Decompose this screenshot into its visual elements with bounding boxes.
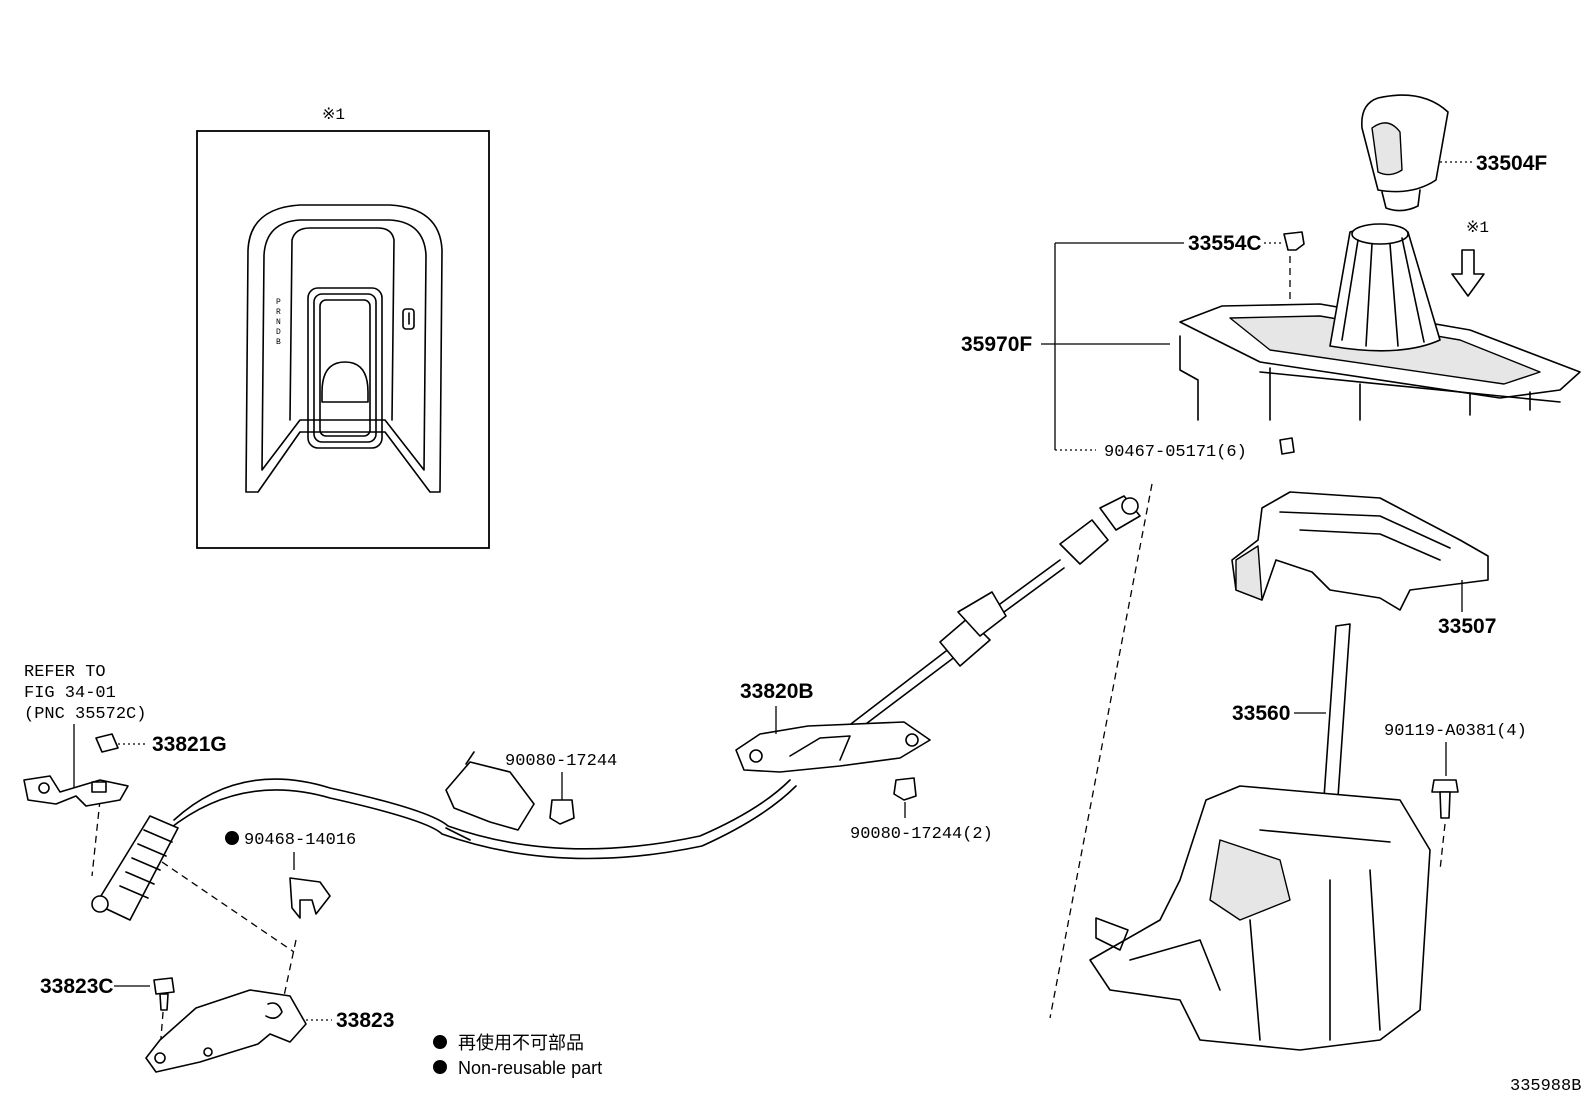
view-arrow-mark: ※1 bbox=[1466, 219, 1489, 237]
clip-90467-05171: 90467-05171(6) bbox=[1055, 437, 1295, 462]
inset-frame bbox=[196, 130, 490, 549]
shift-panel-top-view: P R N D B bbox=[245, 204, 443, 493]
label-33560: 33560 bbox=[1232, 702, 1290, 725]
shift-letter-p: P bbox=[276, 298, 281, 307]
refer-line-2: FIG 34-01 bbox=[24, 684, 116, 703]
view-arrow: ※1 bbox=[1451, 219, 1489, 297]
shift-knob-33504F: 33504F bbox=[1361, 94, 1547, 212]
clip-33554C: 33554C bbox=[1055, 231, 1305, 300]
legend-jp: 再使用不可部品 bbox=[458, 1033, 584, 1053]
label-90119-A0381: 90119-A0381(4) bbox=[1384, 722, 1527, 741]
figure-code: 335988B bbox=[1510, 1077, 1581, 1096]
nut-90080-17244-a: 90080-17244 bbox=[505, 752, 617, 825]
label-33823C: 33823C bbox=[40, 975, 114, 998]
inset-mark: ※1 bbox=[322, 106, 345, 124]
shift-cable bbox=[91, 495, 1141, 921]
label-90080-17244-a: 90080-17244 bbox=[505, 752, 617, 771]
label-90468-14016: 90468-14016 bbox=[244, 831, 356, 850]
cable-mid-bracket bbox=[445, 751, 535, 841]
shift-lever-33560: 33560 bbox=[1089, 623, 1431, 1051]
label-90080-17244-b: 90080-17244(2) bbox=[850, 825, 993, 844]
label-35970F: 35970F bbox=[961, 333, 1032, 356]
alignment-lines bbox=[91, 483, 1153, 1051]
shift-position-letters: P R N D B bbox=[276, 298, 281, 347]
label-33820B: 33820B bbox=[740, 680, 814, 703]
shift-letter-d: D bbox=[276, 328, 281, 337]
shift-letter-b: B bbox=[276, 338, 281, 347]
refer-note: REFER TO FIG 34-01 (PNC 35572C) bbox=[23, 663, 146, 807]
label-33507: 33507 bbox=[1438, 615, 1496, 638]
label-33823: 33823 bbox=[336, 1009, 394, 1032]
clip-90468-14016: 90468-14016 bbox=[225, 831, 356, 919]
legend-en: Non-reusable part bbox=[458, 1058, 602, 1078]
legend: 再使用不可部品 Non-reusable part bbox=[433, 1033, 602, 1078]
refer-line-3: (PNC 35572C) bbox=[24, 705, 146, 724]
clip-33821G: 33821G bbox=[95, 733, 227, 756]
shift-letter-n: N bbox=[276, 318, 281, 327]
inset-view: ※1 P R N D B bbox=[196, 106, 490, 549]
bolt-33823C: 33823C bbox=[40, 975, 175, 1011]
bolt-90119-A0381: 90119-A0381(4) bbox=[1384, 722, 1527, 871]
console-panel-35970F: 35970F bbox=[961, 223, 1581, 450]
label-90467-05171: 90467-05171(6) bbox=[1104, 443, 1247, 462]
label-33504F: 33504F bbox=[1476, 152, 1547, 175]
non-reusable-dot-icon bbox=[225, 831, 239, 845]
housing-33507: 33507 bbox=[1231, 491, 1496, 638]
bracket-33820B: 33820B bbox=[735, 680, 931, 773]
refer-line-1: REFER TO bbox=[24, 663, 106, 682]
nut-90080-17244-b: 90080-17244(2) bbox=[850, 777, 993, 844]
label-33821G: 33821G bbox=[152, 733, 227, 756]
label-33554C: 33554C bbox=[1188, 232, 1262, 255]
bracket-33823: 33823 bbox=[145, 989, 394, 1073]
legend-dot-icon-jp bbox=[433, 1035, 447, 1049]
shift-letter-r: R bbox=[276, 308, 281, 317]
legend-dot-icon-en bbox=[433, 1060, 447, 1074]
